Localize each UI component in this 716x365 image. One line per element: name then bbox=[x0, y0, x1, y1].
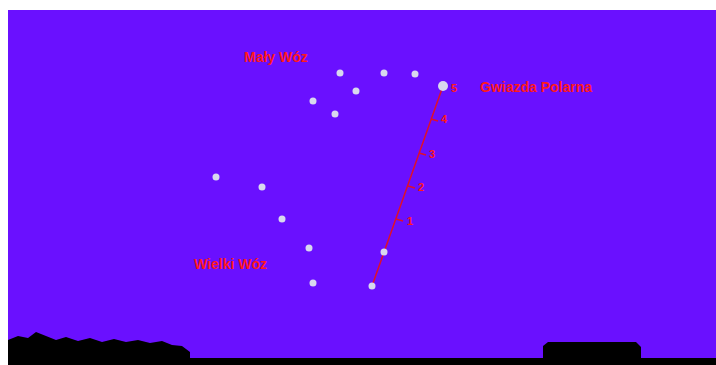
star-label: Gwiazda Polarna bbox=[480, 80, 592, 94]
hill-silhouette bbox=[8, 332, 190, 360]
scale-number: 1 bbox=[407, 216, 413, 227]
scale-number: 2 bbox=[418, 182, 424, 193]
constellation-label: Mały Wóz bbox=[244, 50, 308, 64]
constellation-label: Wielki Wóz bbox=[194, 257, 267, 271]
scale-number: 3 bbox=[429, 149, 435, 160]
house-silhouette bbox=[543, 342, 641, 360]
scale-number: 5 bbox=[451, 83, 457, 94]
scale-ticks bbox=[396, 119, 438, 221]
little-dipper-stars bbox=[310, 70, 449, 118]
night-sky bbox=[8, 10, 716, 365]
scale-number: 4 bbox=[441, 114, 447, 125]
pointer-line bbox=[372, 86, 443, 286]
big-dipper-stars bbox=[213, 174, 388, 290]
